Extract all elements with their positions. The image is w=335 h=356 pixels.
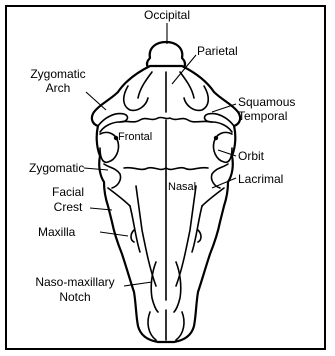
label-frontal: Frontal — [118, 131, 152, 143]
skull-outline — [92, 42, 240, 342]
label-parietal: Parietal — [197, 44, 238, 58]
label-zygomatic-arch-line1: Zygomatic — [30, 67, 85, 81]
leader-zygomatic-arch — [86, 92, 106, 110]
label-squamous-temporal-line2: Temporal — [238, 109, 287, 123]
label-squamous-temporal-line1: Squamous — [238, 95, 295, 109]
label-facial-crest-line2: Crest — [54, 200, 83, 214]
label-occipital: Occipital — [144, 8, 190, 22]
label-zygomatic: Zygomatic — [29, 161, 84, 175]
label-maxilla: Maxilla — [38, 225, 76, 239]
label-orbit: Orbit — [238, 149, 265, 163]
label-naso-maxillary-notch-line1: Naso-maxillary — [35, 275, 114, 289]
label-naso-maxillary-notch-line2: Notch — [59, 290, 90, 304]
label-lacrimal: Lacrimal — [238, 172, 283, 186]
label-nasal: Nasal — [168, 181, 196, 193]
label-zygomatic-arch-line2: Arch — [46, 81, 71, 95]
label-facial-crest-line1: Facial — [52, 185, 84, 199]
supraorbital-foramen-right — [214, 136, 218, 140]
